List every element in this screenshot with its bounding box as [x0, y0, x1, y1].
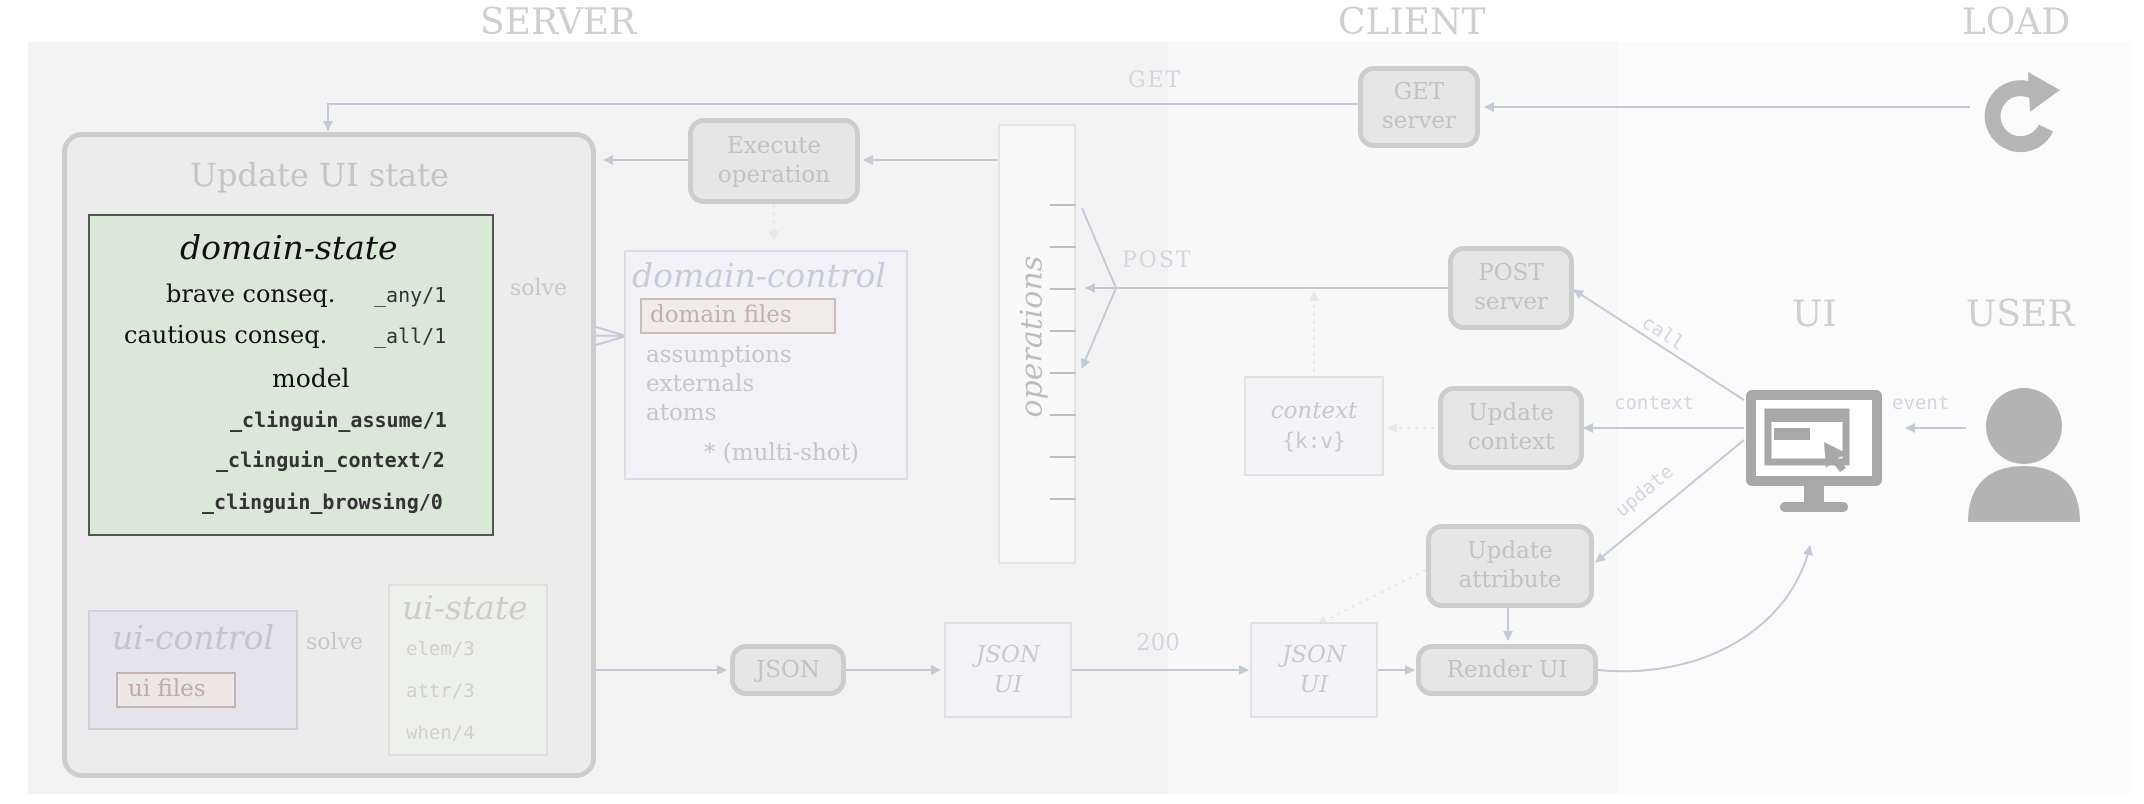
post-server-node: POST server [1448, 246, 1574, 330]
update-context-line2: context [1467, 429, 1555, 455]
edge-monitor-call [1573, 289, 1745, 401]
model-predicate-browsing: _clinguin_browsing/0 [202, 490, 443, 514]
load-column-title: LOAD [1962, 2, 2071, 43]
domain-control-item-assumptions: assumptions [646, 342, 792, 368]
domain-control-title: domain-control [632, 256, 886, 295]
context-box-title: context [1270, 398, 1358, 424]
ui-state-item-attr: attr/3 [406, 680, 475, 702]
get-server-node: GET server [1358, 66, 1480, 148]
domain-state-title: domain-state [180, 228, 398, 267]
ui-state-item-elem: elem/3 [406, 638, 475, 660]
update-context-node: Update context [1438, 386, 1584, 470]
brave-predicate: _any/1 [374, 283, 447, 307]
ui-state-box [388, 584, 548, 756]
domain-state-box [88, 214, 494, 536]
json-node: JSON [730, 644, 846, 696]
domain-control-item-atoms: atoms [646, 400, 717, 426]
update-context-line1: Update [1468, 400, 1554, 426]
reload-icon[interactable] [1980, 62, 2064, 154]
render-ui-node: Render UI [1416, 644, 1598, 696]
status-200-label: 200 [1136, 630, 1180, 656]
edge-render-to-monitor [1597, 545, 1813, 673]
operations-column [998, 124, 1076, 564]
domain-files-label: domain files [650, 302, 792, 328]
domain-files-chip [640, 298, 836, 334]
model-label: model [272, 364, 350, 393]
update-ui-state-title: Update UI state [190, 156, 449, 194]
brave-label: brave conseq. [166, 280, 336, 308]
cautious-predicate: _all/1 [374, 324, 447, 348]
event-edge-label: event [1892, 392, 1950, 414]
json-ui-node-2: JSON UI [1250, 622, 1378, 718]
model-predicate-context: _clinguin_context/2 [216, 448, 445, 472]
execute-operation-line2: operation [717, 162, 831, 188]
update-attribute-line1: Update [1467, 538, 1553, 564]
post-server-line2: server [1473, 289, 1548, 315]
context-box-value: {k:v} [1282, 429, 1346, 453]
monitor-icon[interactable] [1744, 388, 1884, 520]
json-ui-1-line1: JSON [976, 642, 1040, 668]
update-attribute-line2: attribute [1458, 567, 1562, 593]
update-attribute-node: Update attribute [1426, 524, 1594, 608]
edge-attribute-to-jsonui2 [1317, 569, 1427, 625]
post-edge-label: POST [1122, 248, 1193, 273]
json-label: JSON [756, 656, 820, 683]
execute-operation-node: Execute operation [688, 118, 860, 204]
operations-ticks [1050, 204, 1076, 504]
user-icon [1968, 388, 2080, 522]
cautious-label: cautious conseq. [124, 321, 328, 349]
context-box: context {k:v} [1244, 376, 1384, 476]
post-server-line1: POST [1478, 260, 1544, 286]
render-ui-label: Render UI [1446, 656, 1568, 683]
edge-monitor-update [1595, 439, 1745, 563]
get-server-line1: GET [1393, 79, 1445, 105]
ui-state-title: ui-state [402, 588, 528, 627]
operations-label: operations [1014, 255, 1050, 418]
get-edge-label: GET [1128, 68, 1183, 93]
json-ui-2-line1: JSON [1282, 642, 1346, 668]
user-column-title: USER [1966, 294, 2075, 335]
context-edge-label: context [1614, 392, 1695, 414]
model-predicate-assume: _clinguin_assume/1 [230, 408, 447, 432]
ui-files-label: ui files [128, 676, 206, 702]
solve-label-ui: solve [306, 630, 364, 655]
json-ui-node-1: JSON UI [944, 622, 1072, 718]
edge-get-to-server [323, 103, 1358, 131]
client-column-title: CLIENT [1338, 2, 1486, 43]
execute-operation-line1: Execute [727, 133, 821, 159]
domain-control-box [624, 250, 908, 480]
edge-post-fan [1082, 207, 1117, 368]
ui-control-box [88, 610, 298, 730]
ui-state-item-when: when/4 [406, 722, 475, 744]
server-column-title: SERVER [480, 2, 637, 43]
ui-control-title: ui-control [112, 618, 275, 657]
ui-column-title: UI [1792, 294, 1837, 335]
domain-control-item-externals: externals [646, 371, 755, 397]
json-ui-1-line2: UI [993, 672, 1023, 698]
ui-files-chip [116, 672, 236, 708]
domain-control-note: * (multi-shot) [704, 440, 859, 466]
get-server-line2: server [1381, 108, 1456, 134]
solve-label-domain: solve [510, 276, 568, 301]
json-ui-2-line2: UI [1299, 672, 1329, 698]
